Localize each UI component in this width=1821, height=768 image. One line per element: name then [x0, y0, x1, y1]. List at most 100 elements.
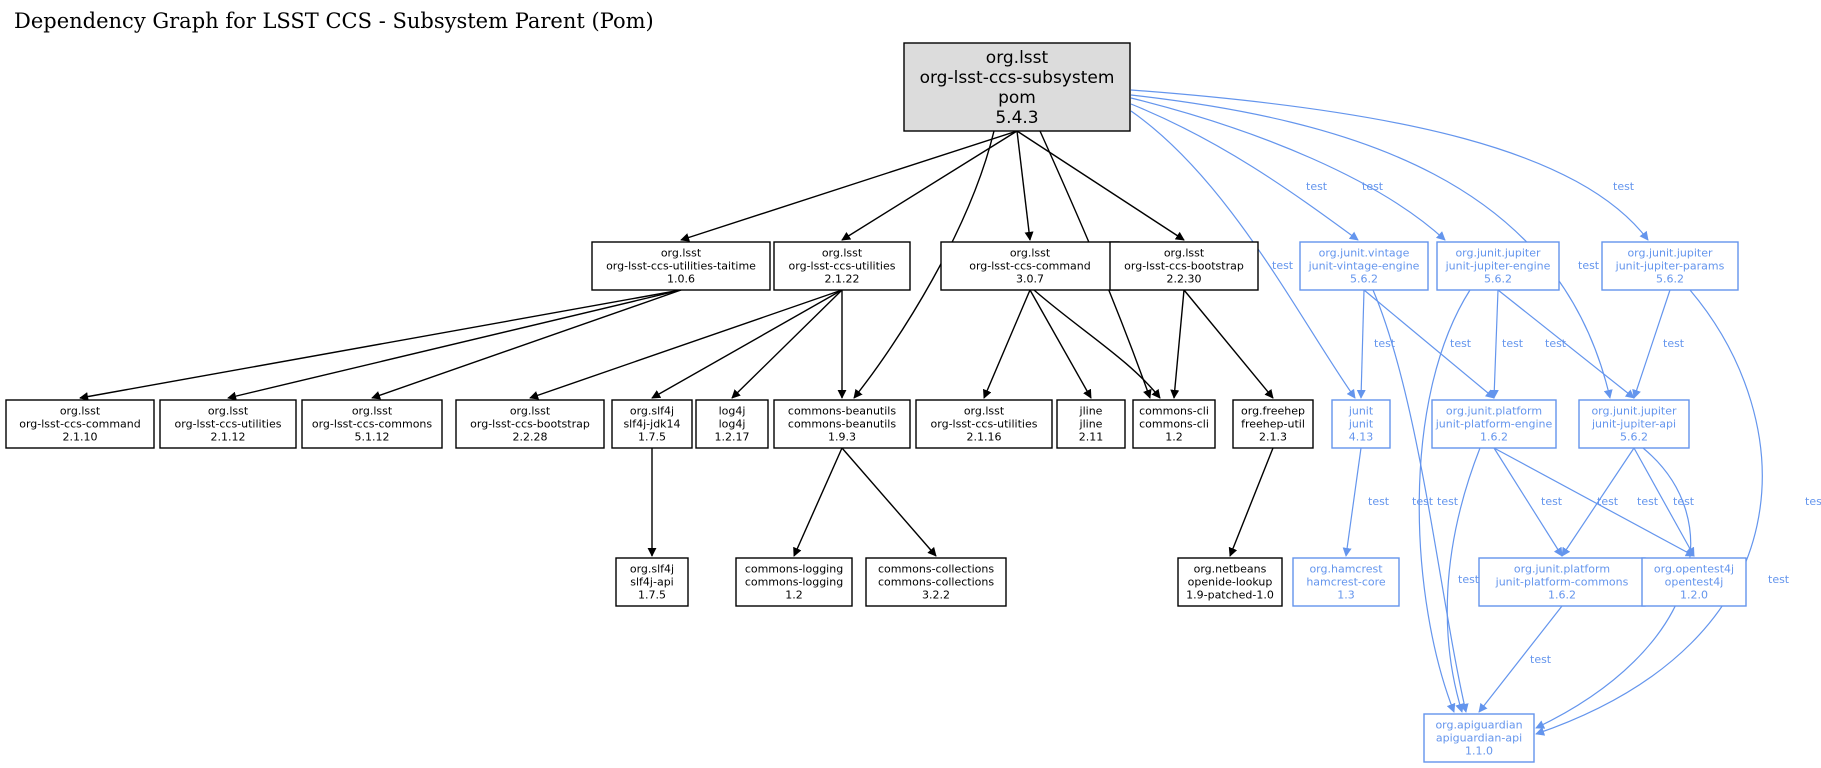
node-openide[interactable]: org.netbeansopenide-lookup1.9-patched-1.…	[1177, 557, 1283, 607]
node-box-logging	[735, 557, 853, 607]
node-platformcommons[interactable]: org.junit.platformjunit-platform-commons…	[1478, 557, 1646, 607]
node-junit-line-2: 4.13	[1349, 431, 1374, 444]
node-command2110-line-0: org.lsst	[60, 405, 101, 418]
node-command307-line-1: org-lsst-ccs-command	[969, 260, 1091, 273]
node-utilities2122-line-0: org.lsst	[822, 247, 863, 260]
node-logging-line-2: 1.2	[785, 589, 803, 602]
node-slf4japi-line-1: slf4j-api	[630, 576, 673, 589]
node-root-line-1: org-lsst-ccs-subsystem	[920, 68, 1115, 88]
edge-beanutils-to-logging	[793, 447, 843, 557]
node-platformengine-line-1: junit-platform-engine	[1435, 418, 1553, 431]
node-taitime[interactable]: org.lsstorg-lsst-ccs-utilities-taitime1.…	[591, 241, 771, 291]
node-vintage[interactable]: org.junit.vintagejunit-vintage-engine5.6…	[1299, 241, 1429, 291]
node-log4j-line-1: log4j	[719, 418, 746, 431]
edge-root-to-taitime	[680, 130, 1018, 242]
edge-jupiterengine-to-platformengine	[1489, 289, 1499, 399]
node-box-jupiterapi	[1578, 399, 1690, 449]
node-box-jupiterengine	[1436, 241, 1560, 291]
node-hamcrest-line-0: org.hamcrest	[1309, 563, 1383, 576]
node-freehep-line-0: org.freehep	[1241, 405, 1305, 418]
node-junit-line-1: junit	[1348, 418, 1374, 431]
node-box-utilities2116	[915, 399, 1053, 449]
node-platformengine-line-2: 1.6.2	[1480, 431, 1508, 444]
edge-label-jupiterparams-to-jupiterapi: test	[1663, 337, 1685, 350]
node-jupiterparams-line-1: junit-jupiter-params	[1615, 260, 1725, 273]
edge-label-jupiterengine-to-platformengine: test	[1502, 337, 1524, 350]
node-collections-line-2: 3.2.2	[922, 589, 950, 602]
node-box-jline	[1056, 399, 1126, 449]
edge-label-root-to-jupiterparams: test	[1613, 180, 1635, 193]
edge-label-vintage-to-apiguardian: test	[1412, 495, 1434, 508]
node-opentest4j-line-0: org.opentest4j	[1654, 563, 1734, 576]
edge-beanutils-to-collections	[841, 447, 937, 557]
node-platformcommons-line-2: 1.6.2	[1548, 589, 1576, 602]
node-commons5112-line-1: org-lsst-ccs-commons	[312, 418, 433, 431]
edge-utilities2122-to-bootstrap2228	[529, 289, 843, 400]
node-box-jupiterparams	[1601, 241, 1739, 291]
node-slf4japi-line-0: org.slf4j	[630, 563, 674, 576]
node-box-slf4jjdk14	[611, 399, 693, 449]
node-box-openide	[1177, 557, 1283, 607]
edge-taitime-to-command2110	[79, 289, 682, 401]
node-jupiterengine[interactable]: org.junit.jupiterjunit-jupiter-engine5.6…	[1436, 241, 1560, 291]
node-slf4japi-line-2: 1.7.5	[638, 589, 666, 602]
edge-jupiterapi-to-opentest4j	[1633, 447, 1695, 557]
edge-label-platformengine-to-apiguardian: test	[1458, 573, 1480, 586]
node-jupiterengine-line-1: junit-jupiter-engine	[1445, 260, 1551, 273]
node-opentest4j-line-1: opentest4j	[1665, 576, 1724, 589]
edge-label-platformcommons-to-apiguardian: test	[1530, 653, 1552, 666]
edge-taitime-to-commons5112	[371, 289, 682, 400]
edge-jupiterparams-to-jupiterapi	[1632, 289, 1671, 399]
nodes-layer: org.lsstorg-lsst-ccs-subsystempom5.4.3or…	[5, 42, 1747, 763]
edge-junit-to-hamcrest	[1342, 447, 1362, 557]
node-collections[interactable]: commons-collectionscommons-collections3.…	[865, 557, 1007, 607]
edge-command307-to-commonscli	[1033, 289, 1161, 399]
edge-platformengine-to-opentest4j	[1493, 447, 1695, 557]
node-hamcrest-line-1: hamcrest-core	[1306, 576, 1386, 589]
node-logging-line-1: commons-logging	[745, 576, 843, 589]
node-box-freehep	[1232, 399, 1314, 449]
edge-jupiterparams-to-apiguardian	[1535, 289, 1763, 736]
node-apiguardian-line-1: apiguardian-api	[1436, 732, 1522, 745]
edge-platformengine-to-apiguardian	[1446, 447, 1481, 713]
edge-freehep-to-openide	[1228, 447, 1274, 557]
node-log4j-line-2: 1.2.17	[715, 431, 750, 444]
node-freehep-line-2: 2.1.3	[1259, 431, 1287, 444]
node-platformengine[interactable]: org.junit.platformjunit-platform-engine1…	[1431, 399, 1557, 449]
node-commons5112-line-0: org.lsst	[352, 405, 393, 418]
edge-vintage-to-junit	[1356, 289, 1366, 399]
node-vintage-line-1: junit-vintage-engine	[1308, 260, 1420, 273]
node-jupiterapi-line-1: junit-jupiter-api	[1591, 418, 1676, 431]
node-jupiterparams[interactable]: org.junit.jupiterjunit-jupiter-params5.6…	[1601, 241, 1739, 291]
node-platformcommons-line-0: org.junit.platform	[1514, 563, 1610, 576]
node-logging-line-0: commons-logging	[745, 563, 843, 576]
node-box-command307	[940, 241, 1120, 291]
node-commonscli-line-0: commons-cli	[1139, 405, 1209, 418]
edge-utilities2122-to-log4j	[731, 289, 843, 399]
edge-label-jupiterparams-to-apiguardian: test	[1805, 495, 1821, 508]
edge-jupiterapi-to-platformcommons	[1561, 447, 1635, 557]
